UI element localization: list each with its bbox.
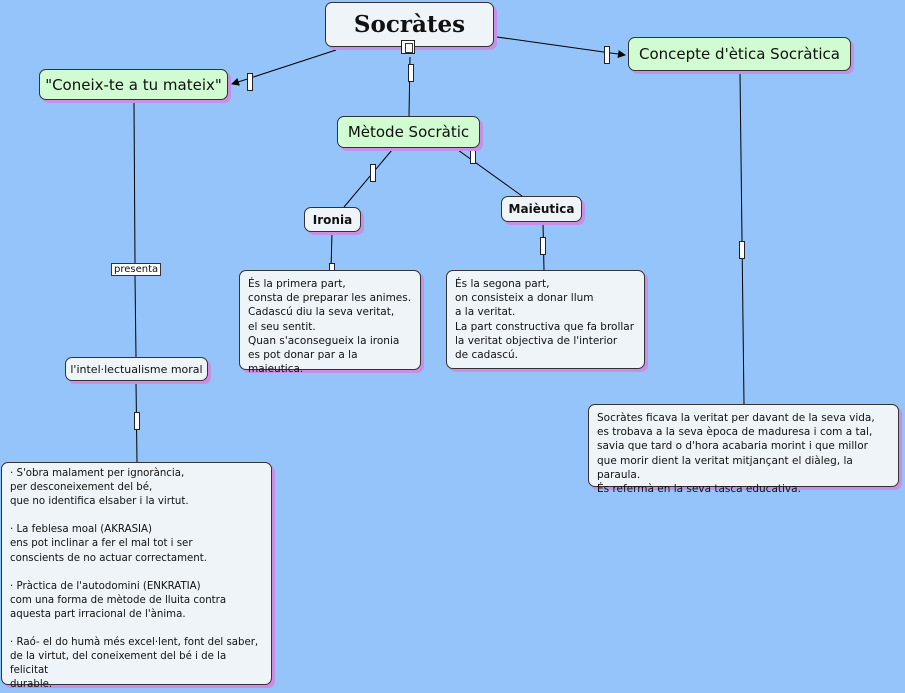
concept-coneix-te[interactable]: "Coneix-te a tu mateix" <box>39 69 228 100</box>
link-handle[interactable] <box>540 237 546 255</box>
link-handle[interactable] <box>134 412 140 430</box>
concept-coneix-te-label: "Coneix-te a tu mateix" <box>45 75 222 94</box>
link-coneix-presenta <box>133 102 136 264</box>
concept-metode-socratic[interactable]: Mètode Socràtic <box>337 116 480 148</box>
concept-socrates-label: Socràtes <box>353 11 466 38</box>
link-handle[interactable] <box>408 64 414 82</box>
link-phrase-presenta[interactable]: presenta <box>111 263 162 276</box>
link-concepte-text <box>739 73 745 405</box>
document-icon[interactable] <box>401 40 415 54</box>
link-handle[interactable] <box>247 73 253 91</box>
concept-intel-lectualisme[interactable]: l'intel·lectualisme moral <box>65 357 208 381</box>
link-phrase-presenta-label: presenta <box>114 264 159 275</box>
link-presenta-intel <box>134 275 137 358</box>
link-handle[interactable] <box>370 164 376 182</box>
link-metode-maieutica <box>457 149 523 197</box>
link-metode-ironia <box>343 149 393 208</box>
concept-maieutica[interactable]: Maièutica <box>501 196 582 222</box>
link-handle[interactable] <box>604 46 610 64</box>
link-socrates-concepte <box>496 36 626 58</box>
concept-ironia[interactable]: Ironia <box>304 207 361 232</box>
concept-maieutica-label: Maièutica <box>508 202 575 216</box>
concept-intel-lectualisme-label: l'intel·lectualisme moral <box>70 362 203 376</box>
link-handle[interactable] <box>739 241 745 259</box>
concept-metode-socratic-label: Mètode Socràtic <box>347 123 470 141</box>
text-intel-lectualisme[interactable]: · S'obra malament per ignorància, per de… <box>1 462 272 690</box>
document-icon-page <box>405 43 413 53</box>
concept-etica-socratica[interactable]: Concepte d'ètica Socràtica <box>628 37 851 71</box>
text-maieutica[interactable]: És la segona part, on consisteix a donar… <box>446 270 645 369</box>
concept-ironia-label: Ironia <box>312 212 353 227</box>
link-handle[interactable] <box>470 150 476 164</box>
text-concepte-etica[interactable]: Socràtes ficava la veritat per davant de… <box>588 404 899 495</box>
text-ironia[interactable]: És la primera part, consta de preparar l… <box>239 270 421 375</box>
concept-etica-socratica-label: Concepte d'ètica Socràtica <box>639 45 840 63</box>
